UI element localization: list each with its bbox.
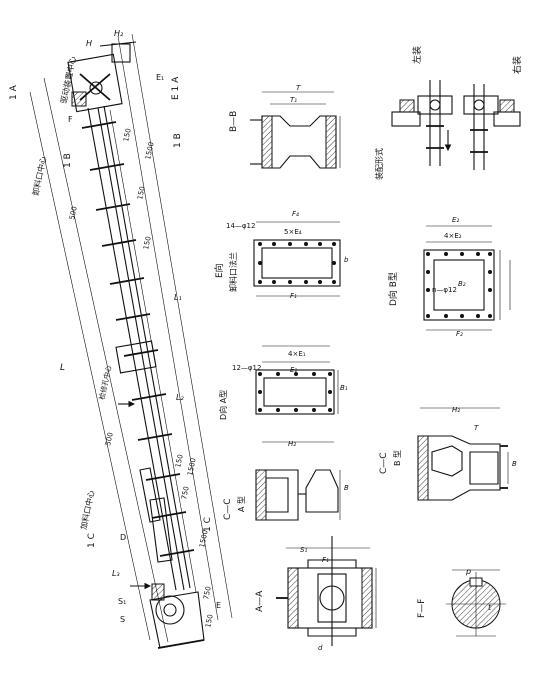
aa-dim-S1: S₁ <box>300 546 307 554</box>
db-dim-B2: B₂ <box>458 280 466 288</box>
cca-dim-B: B <box>344 484 349 492</box>
right-mount-drawing <box>463 84 521 170</box>
bb-dim-T1: T₁ <box>290 96 297 104</box>
bb-dim-T: T <box>296 84 301 92</box>
discharge-center-note: 卸料口中心 <box>30 155 48 196</box>
dim-150-e: 150 <box>204 614 215 629</box>
section-cc-b-label: C—C <box>379 452 389 474</box>
section-cc-b-sub: B 型 <box>393 450 402 466</box>
section-cc-a-sub: A 型 <box>237 496 246 512</box>
dim-L3: L₃ <box>112 569 120 578</box>
dim-S1: S₁ <box>118 597 126 606</box>
main-conveyor-view: 1 A E 1 A 1 B 1 B 1 C 1 C 驱动装置中心 卸料口中心 检… <box>9 29 233 649</box>
db-bolt-holes <box>426 252 492 318</box>
dim-L: L <box>60 363 65 373</box>
view-e-label: E向 <box>213 263 225 278</box>
label-e1a: E 1 A <box>171 76 181 100</box>
section-aa-label: A—A <box>255 590 265 612</box>
db-hole-note: n—φ12 <box>432 286 457 294</box>
ff-dim-p: p <box>465 567 471 576</box>
view-d-type-b: D向 B型 E₂ 4×E₂ n—φ12 B₂ F₂ <box>387 216 511 338</box>
section-cc-type-b: C—C B 型 H₂ T B <box>379 406 517 501</box>
dim-1500-c: 1500 <box>198 529 210 548</box>
drive-type-label: 装配形式 <box>374 148 384 180</box>
dim-750-a: 750 <box>180 486 191 501</box>
dim-E1: E₁ <box>156 73 164 82</box>
view-d-a-label: D向 A型 <box>218 390 228 420</box>
label-1b-right: 1 B <box>173 133 183 148</box>
e-dim-F4: F₄ <box>292 210 299 218</box>
dim-D: D <box>120 533 126 542</box>
dim-H2: H₂ <box>114 29 124 38</box>
db-dim-F2: F₂ <box>456 330 463 338</box>
da-hole-note: 12—φ12 <box>232 364 261 372</box>
view-d-type-a: D向 A型 12—φ12 4×E₁ E₁ B₁ <box>218 345 348 420</box>
section-cc-type-a: C—C A 型 H₂ B <box>223 440 349 521</box>
section-cc-a-label: C—C <box>223 498 233 520</box>
e-hole-note: 14—φ12 <box>226 222 255 230</box>
da-dim-4xE1: 4×E₁ <box>288 350 306 358</box>
dim-1500-b: 1500 <box>186 457 198 476</box>
da-bolt-holes <box>258 372 332 412</box>
tail-end <box>149 583 205 649</box>
dim-L1: L₁ <box>174 293 182 302</box>
dim-E: E <box>216 601 221 610</box>
drive-type-views: 左装 右装 装配形式 <box>374 46 523 180</box>
dim-150-c: 150 <box>142 236 153 251</box>
dim-S: S <box>120 615 125 624</box>
feed-center-note: 加料口中心 <box>78 489 96 530</box>
e-dim-b: b <box>344 256 349 264</box>
drive-head <box>67 41 137 113</box>
section-ff: F—F p t <box>417 567 506 637</box>
ccb-dim-B: B <box>512 460 517 468</box>
dim-150-b: 150 <box>136 186 147 201</box>
e-bolt-holes <box>258 242 336 284</box>
view-e: E向 卸料口法兰 14—φ12 F₄ 5×E₄ F₁ b <box>213 210 349 300</box>
section-aa: A—A S₁ F₁ d <box>255 536 377 652</box>
section-bb: B—B T T₁ <box>229 84 341 169</box>
left-mount-drawing <box>391 80 453 166</box>
ccb-dim-H2: H₂ <box>452 406 460 414</box>
db-dim-E2: E₂ <box>452 216 459 224</box>
aa-dim-d: d <box>318 644 323 652</box>
dim-750-b: 750 <box>202 586 213 601</box>
label-1b-left: 1 B <box>63 153 73 168</box>
section-ff-label: F—F <box>417 599 427 618</box>
e-dim-5xE4: 5×E₄ <box>284 228 302 236</box>
dim-F: F <box>68 115 73 124</box>
db-dim-4xE2: 4×E₂ <box>444 232 462 240</box>
ccb-dim-T: T <box>474 424 479 432</box>
label-1a: 1 A <box>9 84 19 100</box>
right-mount-label: 右装 <box>511 56 523 74</box>
view-e-sub: 卸料口法兰 <box>228 252 238 292</box>
section-bb-label: B—B <box>229 111 239 132</box>
label-1c-right: 1 C <box>203 517 213 532</box>
dim-L2: L₂ <box>176 393 184 402</box>
dim-500-b: 500 <box>104 432 115 447</box>
dim-150-d: 150 <box>174 454 185 469</box>
casing-flanges <box>81 121 195 557</box>
dim-500-a: 500 <box>68 206 79 221</box>
view-d-b-label: D向 B型 <box>387 272 399 306</box>
cca-dim-H2: H₂ <box>288 440 296 448</box>
da-dim-B1: B₁ <box>340 384 348 392</box>
label-1c-left: 1 C <box>87 533 97 548</box>
dim-1500-a: 1500 <box>144 141 156 160</box>
dim-H: H <box>86 39 92 48</box>
left-mount-label: 左装 <box>411 46 423 64</box>
dim-150-a: 150 <box>122 128 133 143</box>
